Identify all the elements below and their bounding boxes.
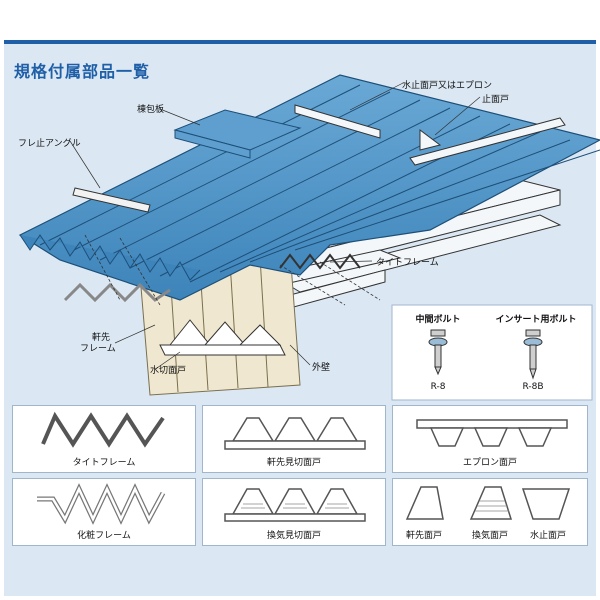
- part-label-water-stop-closure: 水止面戸: [529, 531, 567, 541]
- callout-anti-slip-angle: フレ止アングル: [18, 139, 81, 149]
- stop-closure-row: [294, 104, 566, 166]
- insert-bolt-header: インサート用ボルト: [495, 315, 577, 325]
- callout-ridge-cover: 棟包板: [137, 105, 165, 115]
- middle-bolt-code: R-8: [430, 382, 446, 392]
- part-box-eave-end-closure: [202, 405, 386, 473]
- tight-frame-part: [279, 253, 361, 270]
- part-box-apron-closure: [392, 405, 588, 473]
- callout-leaders: [69, 82, 481, 369]
- callout-eave-frame-line2: フレーム: [80, 344, 116, 354]
- part-label-apron-closure: エプロン面戸: [462, 458, 518, 468]
- callout-tight-frame: タイトフレーム: [376, 258, 439, 268]
- part-box-decorative-frame: [12, 478, 196, 546]
- anti-slip-angle-bar: [72, 187, 151, 213]
- callout-water-stop: 水止面戸又はエプロン: [402, 81, 493, 91]
- callout-eave-frame-line1: 軒先: [92, 333, 111, 343]
- insert-bolt-icon: [523, 329, 543, 380]
- ridge-cover-plate: [173, 109, 302, 159]
- callout-water-cut: 水切面戸: [150, 366, 187, 376]
- part-label-eave-closure: 軒先面戸: [405, 531, 443, 541]
- vent-closure-icon: [469, 486, 513, 520]
- part-label-vent-closure: 換気面戸: [471, 531, 509, 541]
- water-stop-closure-icon: [521, 488, 571, 520]
- middle-bolt-header: 中間ボルト: [415, 315, 461, 325]
- callout-outer-wall: 外壁: [312, 363, 331, 373]
- assembly-guide-lines: [84, 234, 381, 306]
- part-label-eave-end-closure: 軒先見切面戸: [266, 458, 322, 468]
- apron-closure-icon: [416, 419, 568, 447]
- vent-end-closure-icon: [224, 488, 366, 522]
- part-box-vent-end-closure: [202, 478, 386, 546]
- eave-end-closure-icon: [224, 417, 366, 450]
- part-label-decorative-frame: 化粧フレーム: [77, 531, 131, 541]
- eave-closure-icon: [405, 486, 444, 520]
- callout-stop-closure: 止面戸: [482, 95, 510, 105]
- middle-bolt-icon: [428, 329, 448, 376]
- decorative-frame-icon: [37, 483, 166, 525]
- small-closures-icons: [405, 486, 571, 520]
- part-box-tight-frame: [12, 405, 196, 473]
- eave-frame-part: [63, 282, 171, 303]
- page-title: 規格付属部品一覧: [14, 62, 151, 81]
- part-box-small-closures: [392, 478, 588, 546]
- part-label-tight-frame: タイトフレーム: [72, 458, 136, 468]
- part-label-vent-end-closure: 換気見切面戸: [266, 531, 322, 541]
- tight-frame-icon: [41, 411, 165, 448]
- header-rule: [4, 40, 596, 44]
- bolts-box: [391, 304, 593, 401]
- water-cut-closure: [159, 319, 286, 356]
- insert-bolt-code: R-8B: [522, 382, 544, 392]
